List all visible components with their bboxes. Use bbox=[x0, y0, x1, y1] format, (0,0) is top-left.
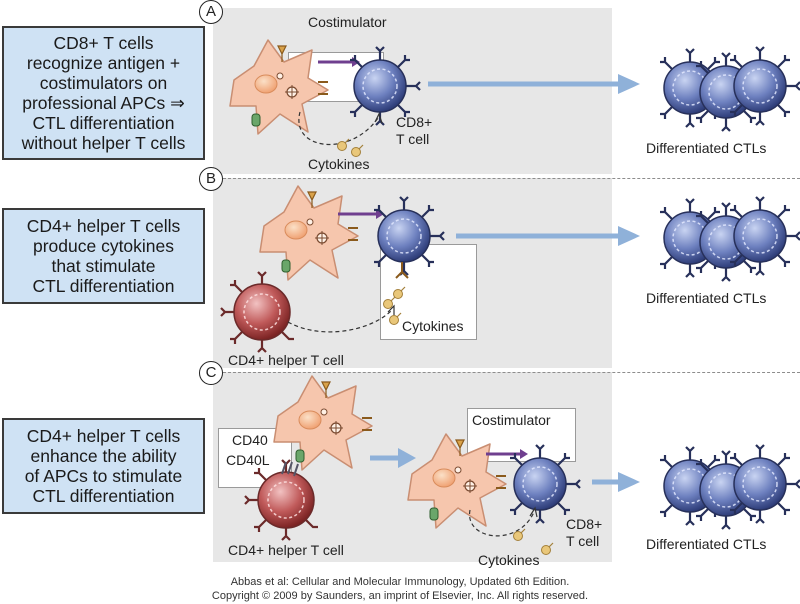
panel-c-line-1: CD4+ helper T cells bbox=[26, 426, 181, 446]
apc-b bbox=[259, 185, 359, 281]
panel-b-line-4: CTL differentiation bbox=[32, 276, 175, 296]
panel-b-description: CD4+ helper T cells produce cytokines th… bbox=[2, 208, 205, 304]
panel-b-line-3: that stimulate bbox=[51, 256, 156, 276]
costimulator-label-a: Costimulator bbox=[308, 14, 387, 30]
cd8-label-c: CD8+ bbox=[566, 516, 603, 532]
cytokines-label-b: Cytokines bbox=[402, 318, 464, 334]
ctl-group-a bbox=[660, 47, 800, 131]
ctl-label-b: Differentiated CTLs bbox=[646, 290, 767, 306]
t-cell-label-a: T cell bbox=[396, 131, 430, 147]
panel-c-line-2: enhance the ability bbox=[30, 446, 177, 466]
cd4-cell-b bbox=[219, 270, 296, 354]
cd4-helper-label-c: CD4+ helper T cell bbox=[228, 542, 344, 558]
panel-letter-b: B bbox=[199, 167, 223, 191]
cd8-label-a: CD8+ bbox=[396, 114, 433, 130]
cd4-helper-label-b: CD4+ helper T cell bbox=[228, 352, 344, 368]
panel-a-line-3: costimulators on bbox=[39, 73, 168, 93]
panel-a-line-1: CD8+ T cells bbox=[53, 33, 154, 53]
panel-letter-c: C bbox=[199, 361, 223, 385]
panel-a-line-2: recognize antigen + bbox=[26, 53, 181, 73]
cd4-cell-c bbox=[243, 458, 320, 542]
panel-a-line-6: without helper T cells bbox=[21, 133, 186, 153]
apc-c1 bbox=[273, 375, 373, 471]
apc-a bbox=[229, 39, 329, 135]
cd40-label: CD40 bbox=[232, 432, 268, 448]
ctl-group-c bbox=[660, 445, 800, 529]
cytokine-loop-a bbox=[298, 111, 379, 146]
ctl-label-c: Differentiated CTLs bbox=[646, 536, 767, 552]
credit-line-1: Abbas et al: Cellular and Molecular Immu… bbox=[230, 576, 570, 588]
ctl-label-a: Differentiated CTLs bbox=[646, 140, 767, 156]
panel-a-description: CD8+ T cells recognize antigen + costimu… bbox=[2, 26, 205, 160]
cytokines-label-a: Cytokines bbox=[308, 156, 370, 172]
panel-letter-a: A bbox=[199, 0, 223, 24]
cd8-cell-b bbox=[372, 195, 446, 277]
divider-b bbox=[213, 178, 800, 179]
cytokines-label-c: Cytokines bbox=[478, 552, 540, 568]
panel-c-line-3: of APCs to stimulate bbox=[24, 466, 183, 486]
ctl-group-b bbox=[660, 197, 800, 281]
panel-b-line-1: CD4+ helper T cells bbox=[26, 216, 181, 236]
panel-b-line-2: produce cytokines bbox=[32, 236, 175, 256]
panel-a-line-4: professional APCs ⇒ bbox=[22, 93, 185, 113]
panel-c-description: CD4+ helper T cells enhance the ability … bbox=[2, 418, 205, 514]
cd40l-label: CD40L bbox=[226, 452, 270, 468]
divider-c bbox=[213, 372, 800, 373]
t-cell-label-c: T cell bbox=[566, 533, 600, 549]
costimulator-label-c: Costimulator bbox=[472, 412, 551, 428]
panel-c-line-4: CTL differentiation bbox=[32, 486, 175, 506]
panel-a-line-5: CTL differentiation bbox=[32, 113, 175, 133]
credit-line-2: Copyright © 2009 by Saunders, an imprint… bbox=[211, 590, 589, 602]
apc-c2 bbox=[407, 433, 507, 529]
